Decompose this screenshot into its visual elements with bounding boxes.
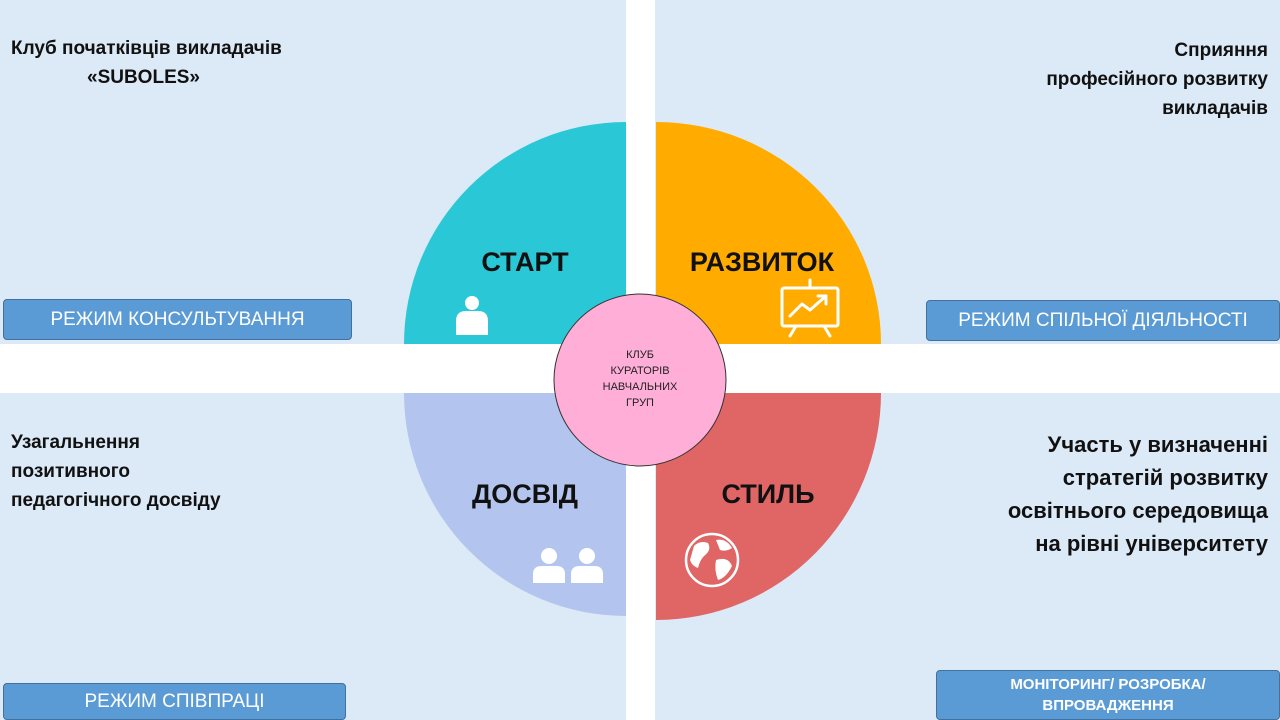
corner-line: викладачів bbox=[1162, 98, 1268, 119]
corner-line: професійного розвитку bbox=[1046, 69, 1268, 90]
hub-circle[interactable] bbox=[553, 293, 727, 467]
corner-line: Участь у визначенні bbox=[1047, 432, 1268, 457]
segment-label-start: СТАРТ bbox=[481, 247, 569, 277]
person-icon bbox=[456, 296, 488, 335]
mode-joint-activity-button[interactable]: РЕЖИМ СПІЛЬНОЇ ДІЯЛЬНОСТІ bbox=[926, 300, 1280, 341]
corner-line: Сприяння bbox=[1174, 40, 1268, 61]
corner-line: «SUBOLES» bbox=[87, 67, 200, 88]
corner-text-bottom-right: Участь у визначенні стратегій розвитку о… bbox=[938, 428, 1268, 560]
segment-label-dosvid: ДОСВІД bbox=[472, 479, 578, 509]
corner-line: Узагальнення bbox=[11, 432, 140, 453]
mode-monitoring-line: МОНІТОРИНГ/ РОЗРОБКА/ bbox=[1010, 676, 1206, 693]
presentation-chart-icon bbox=[780, 278, 840, 338]
corner-line: на рівні університету bbox=[1035, 531, 1268, 556]
mode-cooperation-button[interactable]: РЕЖИМ СПІВПРАЦІ bbox=[3, 683, 346, 720]
corner-line: позитивного bbox=[11, 461, 130, 482]
mode-consulting-button[interactable]: РЕЖИМ КОНСУЛЬТУВАННЯ bbox=[3, 299, 352, 340]
corner-text-top-right: Сприяння професійного розвитку викладачі… bbox=[968, 36, 1268, 123]
hub-line: НАВЧАЛЬНИХ bbox=[603, 381, 678, 393]
mode-monitoring-button[interactable]: МОНІТОРИНГ/ РОЗРОБКА/ ВПРОВАДЖЕННЯ bbox=[936, 670, 1280, 720]
two-people-icon bbox=[533, 548, 603, 583]
hub-line: КУРАТОРІВ bbox=[610, 365, 669, 377]
segment-dosvid[interactable] bbox=[404, 393, 626, 616]
mode-monitoring-line: ВПРОВАДЖЕННЯ bbox=[1042, 697, 1174, 714]
corner-text-bottom-left: Узагальнення позитивного педагогічного д… bbox=[11, 428, 291, 515]
corner-line: Клуб початківців викладачів bbox=[11, 38, 282, 59]
segment-label-styl: СТИЛЬ bbox=[721, 479, 814, 509]
hub-line: ГРУП bbox=[626, 397, 654, 409]
corner-line: освітнього середовища bbox=[1007, 498, 1268, 523]
hub-line: КЛУБ bbox=[626, 349, 654, 361]
corner-text-top-left: Клуб початківців викладачів «SUBOLES» bbox=[11, 34, 341, 92]
corner-line: стратегій розвитку bbox=[1062, 465, 1268, 490]
segment-styl[interactable] bbox=[656, 393, 881, 620]
globe-icon bbox=[684, 532, 740, 588]
corner-line: педагогічного досвіду bbox=[11, 490, 221, 511]
segment-start[interactable] bbox=[404, 122, 626, 344]
segment-label-rozvytok: РАЗВИТОК bbox=[690, 247, 835, 277]
